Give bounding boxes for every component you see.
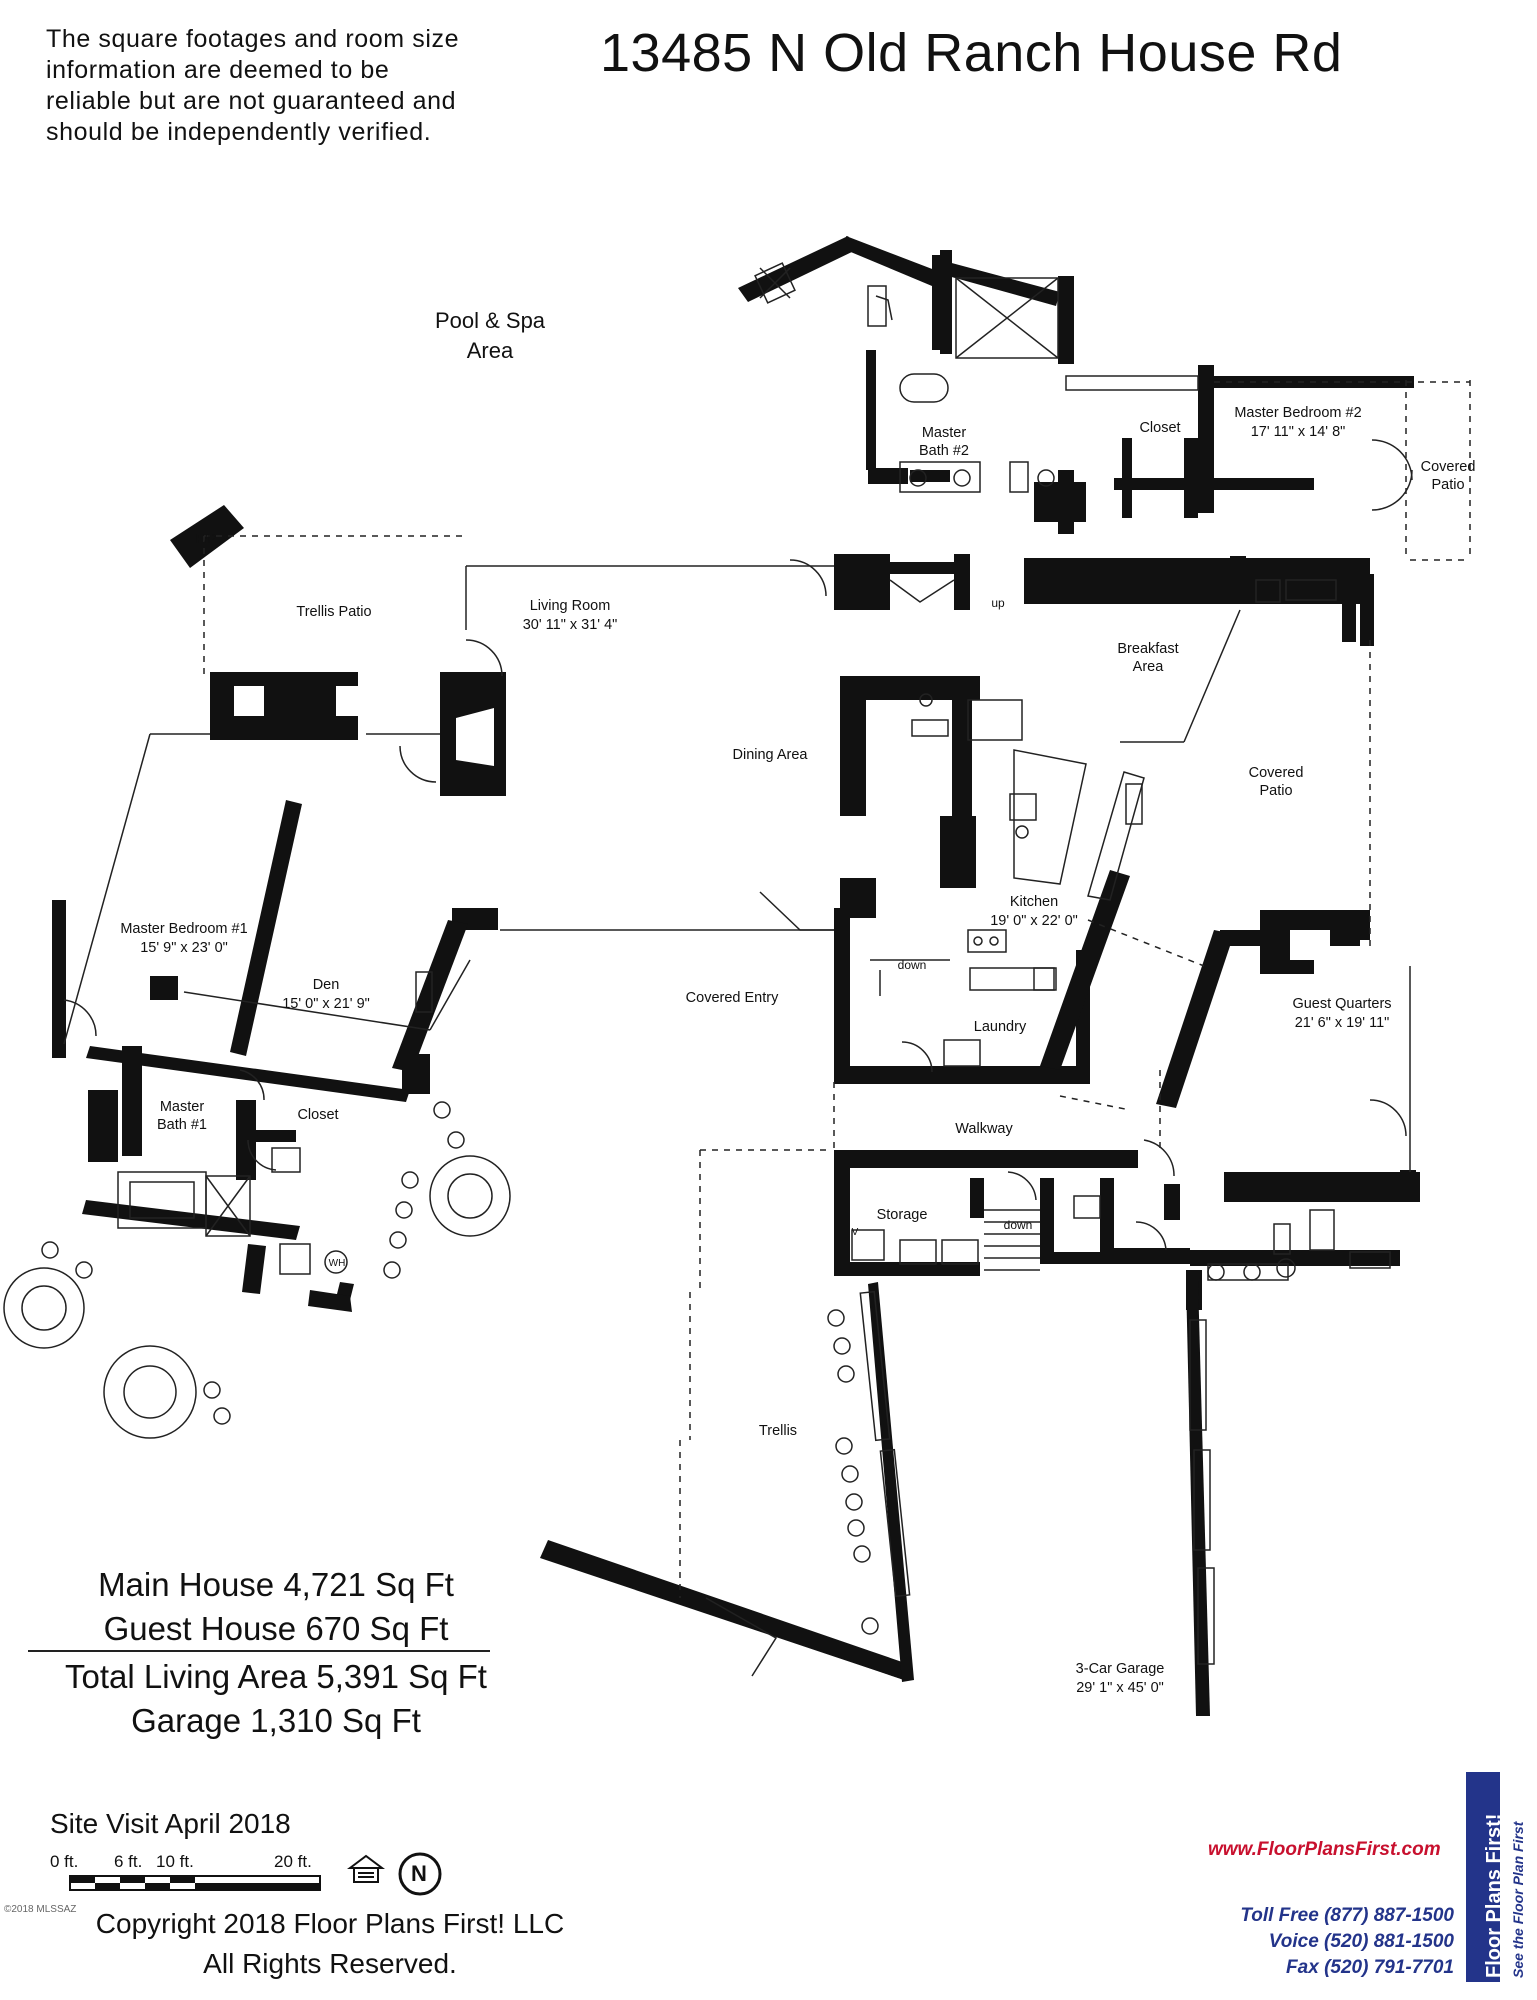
label-master-bath-1: Master Bath #1	[157, 1099, 207, 1133]
toll-free-number: Toll Free (877) 887-1500	[1240, 1905, 1454, 1926]
compass-north-label: N	[411, 1861, 427, 1886]
label-storage: Storage	[876, 1207, 928, 1223]
main-light-lines	[150, 535, 1371, 950]
scale-label-10: 10 ft.	[156, 1852, 194, 1871]
scale-label-20: 20 ft.	[274, 1852, 312, 1871]
copyright-line-2: All Rights Reserved.	[203, 1948, 457, 1979]
equal-housing-logo	[347, 1854, 385, 1883]
scale-label-6: 6 ft.	[114, 1852, 143, 1871]
left-wing-light	[63, 733, 471, 1275]
guest-light	[1059, 919, 1411, 1177]
scale-bar	[69, 1875, 321, 1891]
label-master-bath-2: Master Bath #2	[919, 425, 969, 459]
label-den-size: 15' 0" x 21' 9"	[282, 996, 370, 1012]
mls-watermark: ©2018 MLSSAZ	[4, 1904, 77, 1915]
upper-wing-fixtures	[754, 262, 1471, 561]
label-trellis: Trellis	[758, 1423, 798, 1439]
label-living-room: Living Room	[529, 598, 611, 614]
brand-tagline: See the Floor Plan First	[1510, 1821, 1526, 1978]
label-down-lower: down	[1003, 1218, 1033, 1232]
label-covered-entry: Covered Entry	[685, 990, 779, 1006]
label-living-room-size: 30' 11" x 31' 4"	[522, 617, 618, 633]
label-pool-spa: Pool & Spa Area	[434, 308, 546, 363]
label-trellis-patio: Trellis Patio	[296, 604, 372, 620]
site-visit-date: Site Visit April 2018	[50, 1808, 291, 1839]
label-breakfast-area: Breakfast Area	[1117, 641, 1179, 675]
label-den: Den	[312, 977, 340, 993]
brand-badge	[1466, 1772, 1500, 1982]
lower-light	[679, 1070, 1391, 1677]
disclaimer-text: The square footages and room size inform…	[46, 25, 460, 146]
copyright-line-1: Copyright 2018 Floor Plans First! LLC	[95, 1908, 565, 1939]
total-living-area: Total Living Area 5,391 Sq Ft	[65, 1658, 487, 1695]
brand-name: Floor Plans First!	[1483, 1813, 1505, 1978]
label-water-heater: WH	[328, 1258, 346, 1269]
label-garage-size: 29' 1" x 45' 0"	[1076, 1680, 1164, 1696]
label-kitchen-size: 19' 0" x 22' 0"	[990, 913, 1078, 929]
label-laundry: Laundry	[973, 1019, 1027, 1035]
label-garage: 3-Car Garage	[1075, 1661, 1165, 1677]
label-closet-upper: Closet	[1139, 420, 1181, 436]
label-covered-patio-right: Covered Patio	[1248, 765, 1304, 799]
lower-walls	[540, 1150, 1400, 1716]
main-walls	[170, 505, 1374, 1084]
area-divider	[28, 1650, 490, 1652]
garage-area: Garage 1,310 Sq Ft	[131, 1702, 421, 1739]
left-wing	[52, 800, 468, 1312]
trees	[3, 1101, 879, 1635]
label-dining-area: Dining Area	[732, 747, 808, 763]
label-guest-quarters: Guest Quarters	[1292, 996, 1392, 1012]
property-address: 13485 N Old Ranch House Rd	[600, 23, 1343, 83]
label-master-bedroom-2: Master Bedroom #2	[1234, 405, 1362, 421]
guest-wing	[1156, 914, 1420, 1220]
label-master-bedroom-1: Master Bedroom #1	[120, 921, 248, 937]
fax-number: Fax (520) 791-7701	[1286, 1957, 1454, 1978]
area-summary: Main House 4,721 Sq Ft Guest House 670 S…	[26, 1563, 526, 1739]
guest-house-area: Guest House 670 Sq Ft	[103, 1610, 449, 1647]
label-kitchen: Kitchen	[1009, 894, 1059, 910]
label-walkway: Walkway	[955, 1121, 1013, 1137]
voice-number: Voice (520) 881-1500	[1268, 1931, 1454, 1952]
copyright: Copyright 2018 Floor Plans First! LLC Al…	[50, 1904, 610, 1984]
label-covered-patio-upper: Covered Patio	[1420, 459, 1476, 493]
label-fireplace: F/P	[195, 531, 217, 546]
label-up: up	[991, 596, 1005, 610]
contact-block: Toll Free (877) 887-1500 Voice (520) 881…	[1240, 1903, 1454, 1981]
label-closet-lower: Closet	[297, 1107, 339, 1123]
label-master-bedroom-1-size: 15' 9" x 23' 0"	[140, 940, 228, 956]
main-house-area: Main House 4,721 Sq Ft	[98, 1566, 454, 1603]
scale-label-0: 0 ft.	[50, 1852, 79, 1871]
upper-wing	[738, 236, 1414, 534]
kitchen-laundry	[870, 693, 1145, 1073]
label-down-upper: down	[897, 958, 927, 972]
label-guest-quarters-size: 21' 6" x 19' 11"	[1294, 1015, 1390, 1031]
label-master-bedroom-2-size: 17' 11" x 14' 8"	[1250, 424, 1346, 440]
compass-icon	[398, 1852, 442, 1896]
label-valve: V	[851, 1227, 859, 1238]
website-link[interactable]: www.FloorPlansFirst.com	[1208, 1839, 1441, 1860]
